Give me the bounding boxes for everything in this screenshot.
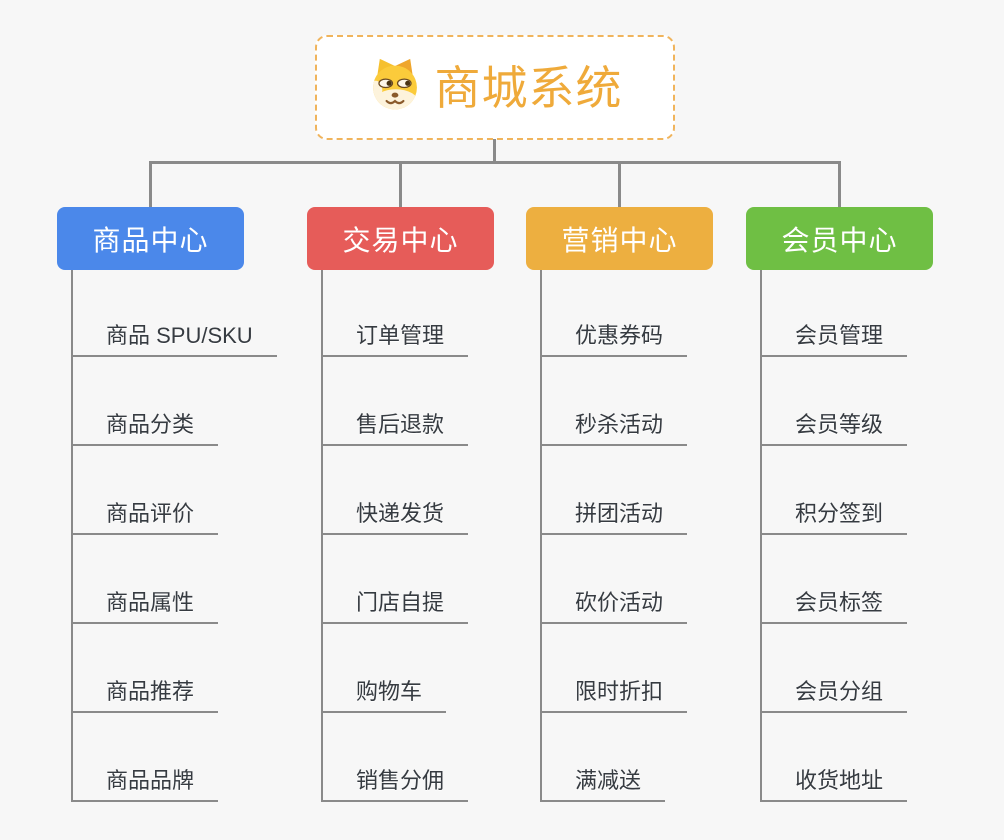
leaf-topic[interactable]: 优惠券码 (540, 317, 688, 357)
connector-root-stem (493, 139, 496, 163)
leaf-topic[interactable]: 订单管理 (321, 317, 469, 357)
leaf-label: 商品分类 (106, 412, 195, 437)
leaf-label: 砍价活动 (575, 590, 664, 615)
leaf-label: 满减送 (575, 768, 642, 793)
root-node[interactable]: 商城系统 (315, 35, 675, 140)
leaf-topic[interactable]: 秒杀活动 (540, 406, 688, 446)
leaf-topic[interactable]: 售后退款 (321, 406, 469, 446)
leaf-label: 销售分佣 (356, 768, 445, 793)
leaf-topic[interactable]: 门店自提 (321, 584, 469, 624)
branch-line-trade (321, 270, 323, 802)
leaf-label: 商品 SPU/SKU (106, 323, 253, 348)
branch-line-product (71, 270, 73, 802)
leaf-label: 会员标签 (795, 590, 884, 615)
leaf-topic[interactable]: 商品属性 (71, 584, 219, 624)
branch-line-member (760, 270, 762, 802)
leaf-label: 优惠券码 (575, 323, 664, 348)
leaf-label: 快递发货 (356, 501, 445, 526)
leaf-label: 订单管理 (356, 323, 445, 348)
branch-node-member-center[interactable]: 会员中心 (746, 207, 933, 270)
leaf-topic[interactable]: 收货地址 (760, 762, 908, 802)
connector-drop-member (838, 161, 841, 209)
leaf-label: 秒杀活动 (575, 412, 664, 437)
branch-member-center: 会员中心 会员管理 会员等级 积分签到 会员标签 会员分组 收货地址 (746, 207, 933, 840)
leaf-topic[interactable]: 满减送 (540, 762, 666, 802)
connector-horizontal-bar (149, 161, 841, 164)
leaf-topic[interactable]: 砍价活动 (540, 584, 688, 624)
branch-node-trade-center[interactable]: 交易中心 (307, 207, 494, 270)
leaf-label: 商品评价 (106, 501, 195, 526)
branch-product-center: 商品中心 商品 SPU/SKU 商品分类 商品评价 商品属性 商品推荐 商品品牌 (57, 207, 277, 840)
leaf-label: 限时折扣 (575, 679, 664, 704)
leaf-label: 门店自提 (356, 590, 445, 615)
leaf-label: 商品推荐 (106, 679, 195, 704)
leaf-label: 积分签到 (795, 501, 884, 526)
branch-line-marketing (540, 270, 542, 802)
leaf-topic[interactable]: 商品分类 (71, 406, 219, 446)
branch-trade-center: 交易中心 订单管理 售后退款 快递发货 门店自提 购物车 销售分佣 (307, 207, 494, 840)
leaf-label: 会员分组 (795, 679, 884, 704)
leaf-label: 会员等级 (795, 412, 884, 437)
leaf-topic[interactable]: 销售分佣 (321, 762, 469, 802)
leaf-label: 售后退款 (356, 412, 445, 437)
branch-node-product-center[interactable]: 商品中心 (57, 207, 244, 270)
leaf-topic[interactable]: 商品推荐 (71, 673, 219, 713)
leaf-label: 商品品牌 (106, 768, 195, 793)
leaf-topic[interactable]: 购物车 (321, 673, 447, 713)
leaf-topic[interactable]: 限时折扣 (540, 673, 688, 713)
connector-drop-trade (399, 161, 402, 209)
leaf-topic[interactable]: 商品评价 (71, 495, 219, 535)
branch-node-marketing-center[interactable]: 营销中心 (526, 207, 713, 270)
leaf-topic[interactable]: 会员分组 (760, 673, 908, 713)
leaf-topic[interactable]: 商品品牌 (71, 762, 219, 802)
leaf-topic[interactable]: 拼团活动 (540, 495, 688, 535)
leaf-topic[interactable]: 积分签到 (760, 495, 908, 535)
root-title: 商城系统 (434, 61, 623, 114)
leaf-topic[interactable]: 会员管理 (760, 317, 908, 357)
dog-face-icon (368, 58, 422, 117)
leaf-label: 收货地址 (795, 768, 884, 793)
leaf-label: 商品属性 (106, 590, 195, 615)
connector-drop-product (149, 161, 152, 209)
connector-drop-marketing (618, 161, 621, 209)
leaf-topic[interactable]: 会员等级 (760, 406, 908, 446)
leaf-topic[interactable]: 商品 SPU/SKU (71, 317, 277, 357)
branch-marketing-center: 营销中心 优惠券码 秒杀活动 拼团活动 砍价活动 限时折扣 满减送 (526, 207, 713, 840)
leaf-topic[interactable]: 会员标签 (760, 584, 908, 624)
leaf-label: 购物车 (356, 679, 423, 704)
leaf-label: 会员管理 (795, 323, 884, 348)
leaf-topic[interactable]: 快递发货 (321, 495, 469, 535)
leaf-label: 拼团活动 (575, 501, 664, 526)
